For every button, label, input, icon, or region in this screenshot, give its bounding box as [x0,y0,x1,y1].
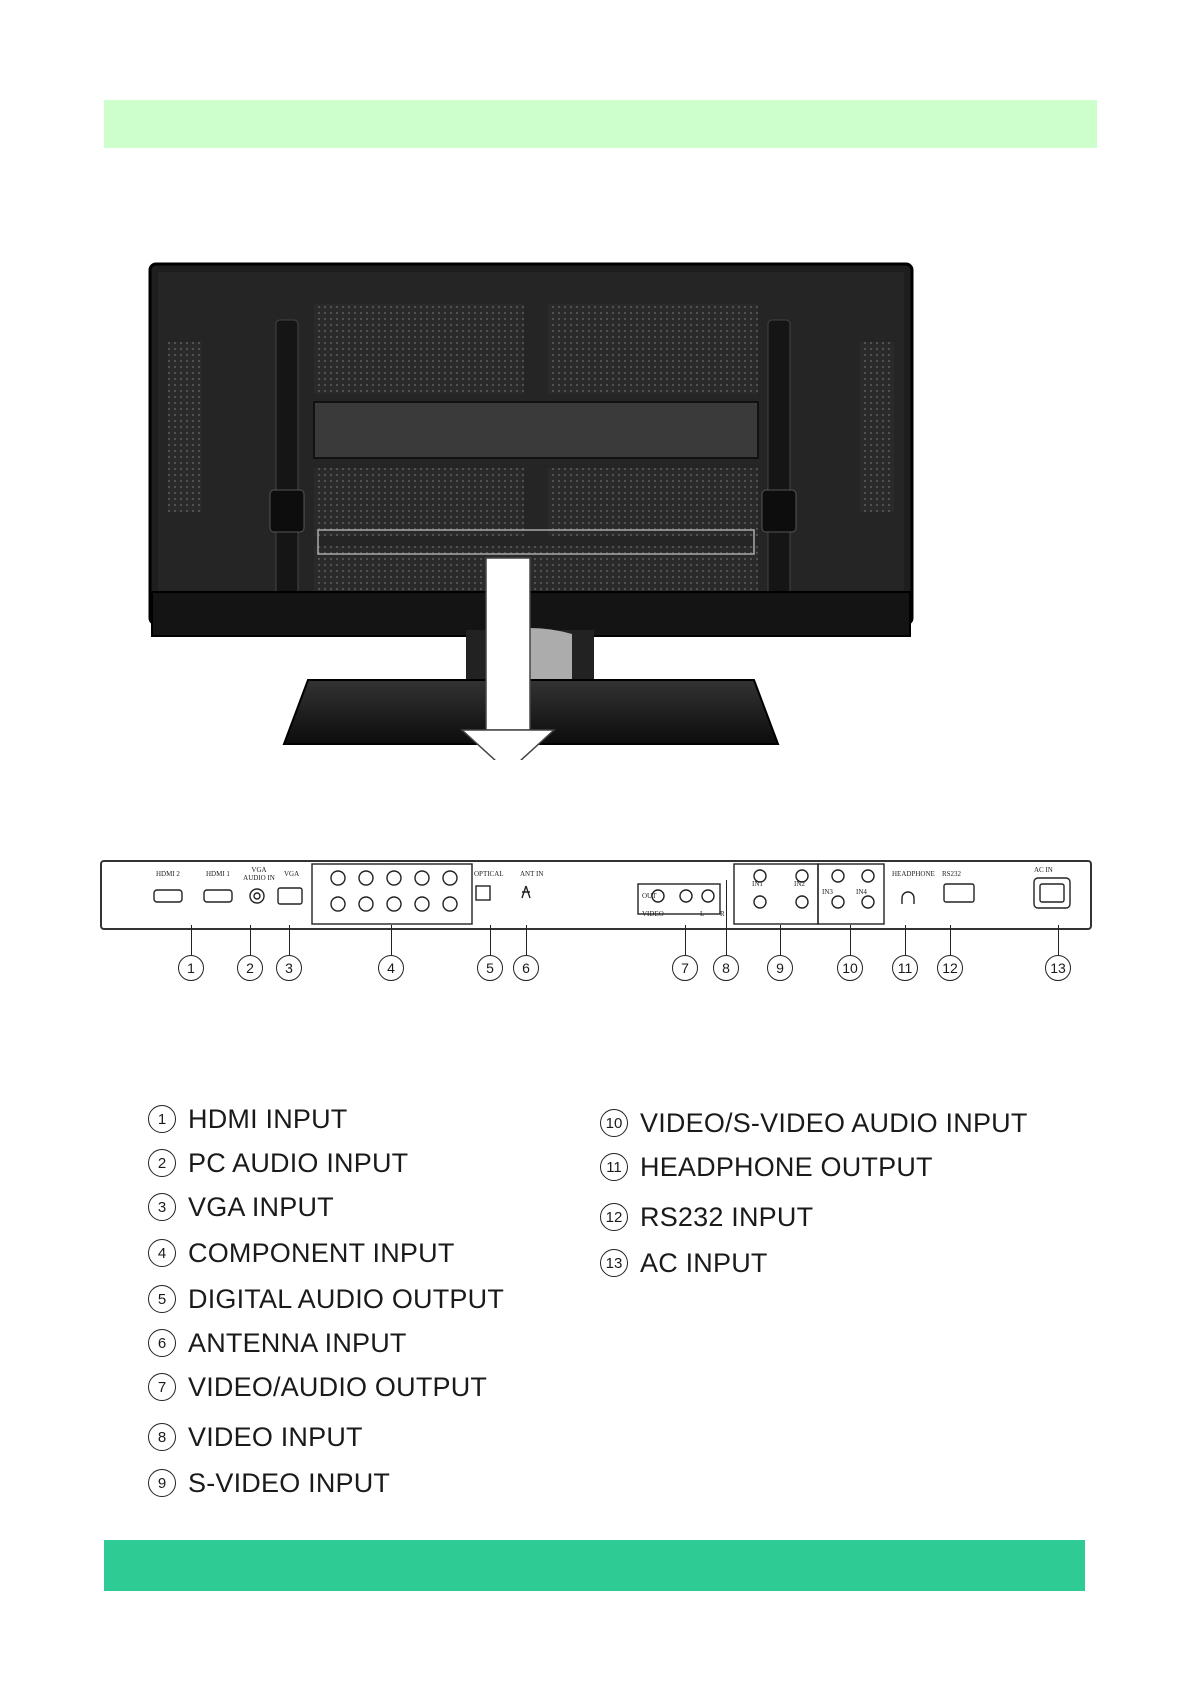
top-header-band [104,100,1097,148]
legend-text: S-VIDEO INPUT [188,1467,391,1498]
legend-text: COMPONENT INPUT [188,1237,455,1268]
legend-number: 13 [600,1249,628,1277]
legend-text: RS232 INPUT [640,1201,814,1232]
callout-9: 9 [767,955,793,981]
r-label: R [720,910,725,918]
out-label: OUT [642,892,657,900]
legend-text: HDMI INPUT [188,1103,348,1134]
legend-number: 7 [148,1373,176,1401]
callout-1: 1 [178,955,204,981]
rs232-label: RS232 [942,870,962,878]
acin-label: AC IN [1034,866,1053,874]
legend-item: 7 VIDEO/AUDIO OUTPUT [148,1370,487,1404]
legend-number: 10 [600,1109,628,1137]
legend-item: 6 ANTENNA INPUT [148,1326,407,1360]
legend-text: HEADPHONE OUTPUT [640,1151,933,1182]
legend-text: AC INPUT [640,1247,768,1278]
in3-label: IN3 [822,888,833,896]
legend-item: 1 HDMI INPUT [148,1102,348,1136]
callout-3: 3 [276,955,302,981]
headphone-label: HEADPHONE [892,870,935,878]
legend-number: 2 [148,1149,176,1177]
callout-5: 5 [477,955,503,981]
ant-label: ANT IN [520,870,544,878]
legend-number: 1 [148,1105,176,1133]
callout-11: 11 [892,955,918,981]
callout-13: 13 [1045,955,1071,981]
legend-item: 4 COMPONENT INPUT [148,1236,455,1270]
callout-7: 7 [672,955,698,981]
legend-text: ANTENNA INPUT [188,1327,407,1358]
legend-text: VGA INPUT [188,1191,334,1222]
callout-12: 12 [937,955,963,981]
hdmi2-label: HDMI 2 [156,870,180,878]
callout-8: 8 [713,955,739,981]
callout-10: 10 [837,955,863,981]
callout-6: 6 [513,955,539,981]
legend-item: 11 HEADPHONE OUTPUT [600,1150,933,1184]
legend-item: 5 DIGITAL AUDIO OUTPUT [148,1282,504,1316]
legend-number: 12 [600,1203,628,1231]
legend-number: 8 [148,1423,176,1451]
bottom-footer-band [104,1540,1085,1591]
legend-number: 9 [148,1469,176,1497]
tv-rear-photo [148,262,914,760]
in1-label: IN1 [752,880,763,888]
optical-label: OPTICAL [474,870,504,878]
legend-item: 8 VIDEO INPUT [148,1420,363,1454]
callout-4: 4 [378,955,404,981]
connector-panel-drawing [153,863,1071,925]
legend-number: 4 [148,1239,176,1267]
in4-label: IN4 [856,888,867,896]
legend-item: 10 VIDEO/S-VIDEO AUDIO INPUT [600,1106,1028,1140]
legend-item: 12 RS232 INPUT [600,1200,813,1234]
legend-number: 5 [148,1285,176,1313]
legend-number: 11 [600,1153,628,1181]
legend-number: 3 [148,1193,176,1221]
legend-text: VIDEO/S-VIDEO AUDIO INPUT [640,1107,1028,1138]
hdmi1-label: HDMI 1 [206,870,230,878]
legend-text: VIDEO/AUDIO OUTPUT [188,1371,488,1402]
legend-text: DIGITAL AUDIO OUTPUT [188,1283,505,1314]
legend-text: VIDEO INPUT [188,1421,363,1452]
in2-label: IN2 [794,880,805,888]
legend-text: PC AUDIO INPUT [188,1147,409,1178]
legend-number: 6 [148,1329,176,1357]
legend-item: 3 VGA INPUT [148,1190,334,1224]
legend-item: 13 AC INPUT [600,1246,768,1280]
legend-item: 2 PC AUDIO INPUT [148,1146,408,1180]
vga-label: VGA [284,870,300,878]
legend-item: 9 S-VIDEO INPUT [148,1466,390,1500]
vga-audio-label: VGA AUDIO IN [243,866,275,882]
connector-panel: HDMI 2 HDMI 1 VGA AUDIO IN VGA OPTICAL A… [100,860,1092,930]
callout-2: 2 [237,955,263,981]
